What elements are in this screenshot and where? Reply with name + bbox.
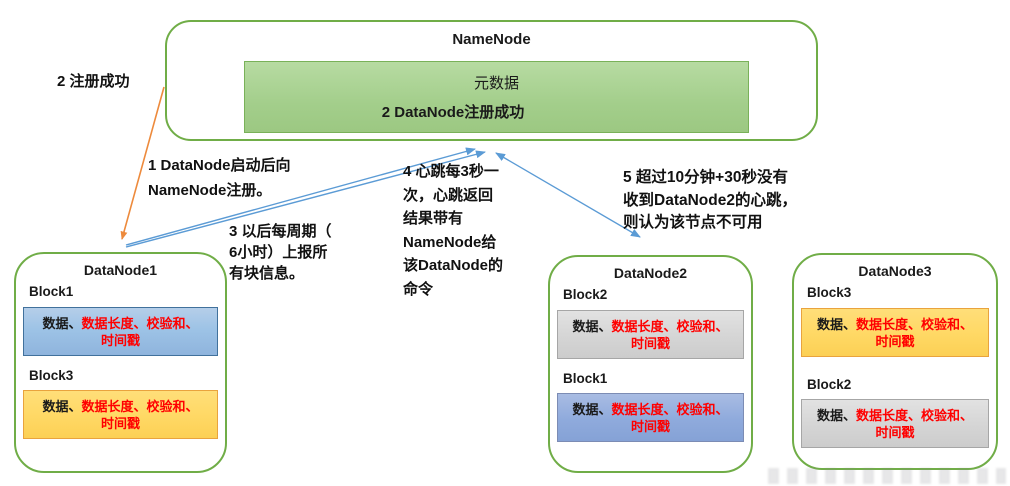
- datanode1-box: DataNode1 Block1 数据、数据长度、校验和、 时间戳 Block3…: [14, 252, 227, 473]
- block-red-text: 时间戳: [875, 334, 915, 349]
- block-red-text: 数据长度、校验和、: [81, 316, 199, 331]
- block-box: 数据、数据长度、校验和、 时间戳: [801, 399, 989, 448]
- block-data-text: 数据、: [816, 317, 856, 332]
- block-red-text: 时间戳: [630, 336, 670, 351]
- metadata-box: 元数据 2 DataNode注册成功: [244, 61, 749, 133]
- block-red-text: 时间戳: [630, 419, 670, 434]
- annotation-step1: 1 DataNode启动后向 NameNode注册。: [148, 157, 291, 199]
- block-red-text: 时间戳: [100, 416, 140, 431]
- block-box: 数据、数据长度、校验和、 时间戳: [557, 310, 744, 359]
- datanode2-title: DataNode2: [613, 265, 688, 281]
- block-box: 数据、数据长度、校验和、 时间戳: [23, 307, 218, 356]
- annotation-register-success: 2 注册成功: [57, 73, 130, 90]
- annotation-step4: 4 心跳每3秒一 次，心跳返回 结果带有 NameNode给 该DataNode…: [403, 163, 504, 298]
- block-box: 数据、数据长度、校验和、 时间戳: [801, 308, 989, 357]
- block-label: Block1: [29, 284, 74, 299]
- register-result-text: 2 DataNode注册成功: [381, 104, 525, 121]
- block-red-text: 时间戳: [875, 425, 915, 440]
- namenode-box: NameNode 元数据 2 DataNode注册成功: [165, 20, 818, 141]
- block-data-text: 数据、: [816, 408, 856, 423]
- block-label: Block3: [807, 285, 852, 300]
- block-box: 数据、数据长度、校验和、 时间戳: [557, 393, 744, 442]
- block-red-text: 时间戳: [100, 333, 140, 348]
- block-data-text: 数据、: [572, 402, 612, 417]
- annotation-step3: 3 以后每周期（ 6小时）上报所 有块信息。: [229, 223, 332, 282]
- block-label: Block1: [563, 371, 608, 386]
- watermark: [768, 468, 1006, 484]
- block-label: Block2: [563, 287, 608, 302]
- block-red-text: 数据长度、校验和、: [856, 317, 974, 332]
- block-data-text: 数据、: [572, 319, 612, 334]
- metadata-label: 元数据: [473, 75, 519, 92]
- block-label: Block3: [29, 368, 74, 383]
- namenode-title: NameNode: [452, 31, 531, 48]
- datanode1-title: DataNode1: [83, 262, 158, 278]
- block-data-text: 数据、: [42, 316, 82, 331]
- datanode2-box: DataNode2 Block2 数据、数据长度、校验和、 时间戳 Block1…: [548, 255, 753, 473]
- block-red-text: 数据长度、校验和、: [856, 408, 974, 423]
- block-data-text: 数据、: [42, 399, 82, 414]
- annotation-step5: 5 超过10分钟+30秒没有 收到DataNode2的心跳， 则认为该节点不可用: [623, 169, 797, 231]
- block-red-text: 数据长度、校验和、: [611, 402, 729, 417]
- block-red-text: 数据长度、校验和、: [611, 319, 729, 334]
- datanode3-box: DataNode3 Block3 数据、数据长度、校验和、 时间戳 Block2…: [792, 253, 998, 470]
- block-label: Block2: [807, 377, 852, 392]
- block-red-text: 数据长度、校验和、: [81, 399, 199, 414]
- block-box: 数据、数据长度、校验和、 时间戳: [23, 390, 218, 439]
- datanode3-title: DataNode3: [858, 263, 932, 279]
